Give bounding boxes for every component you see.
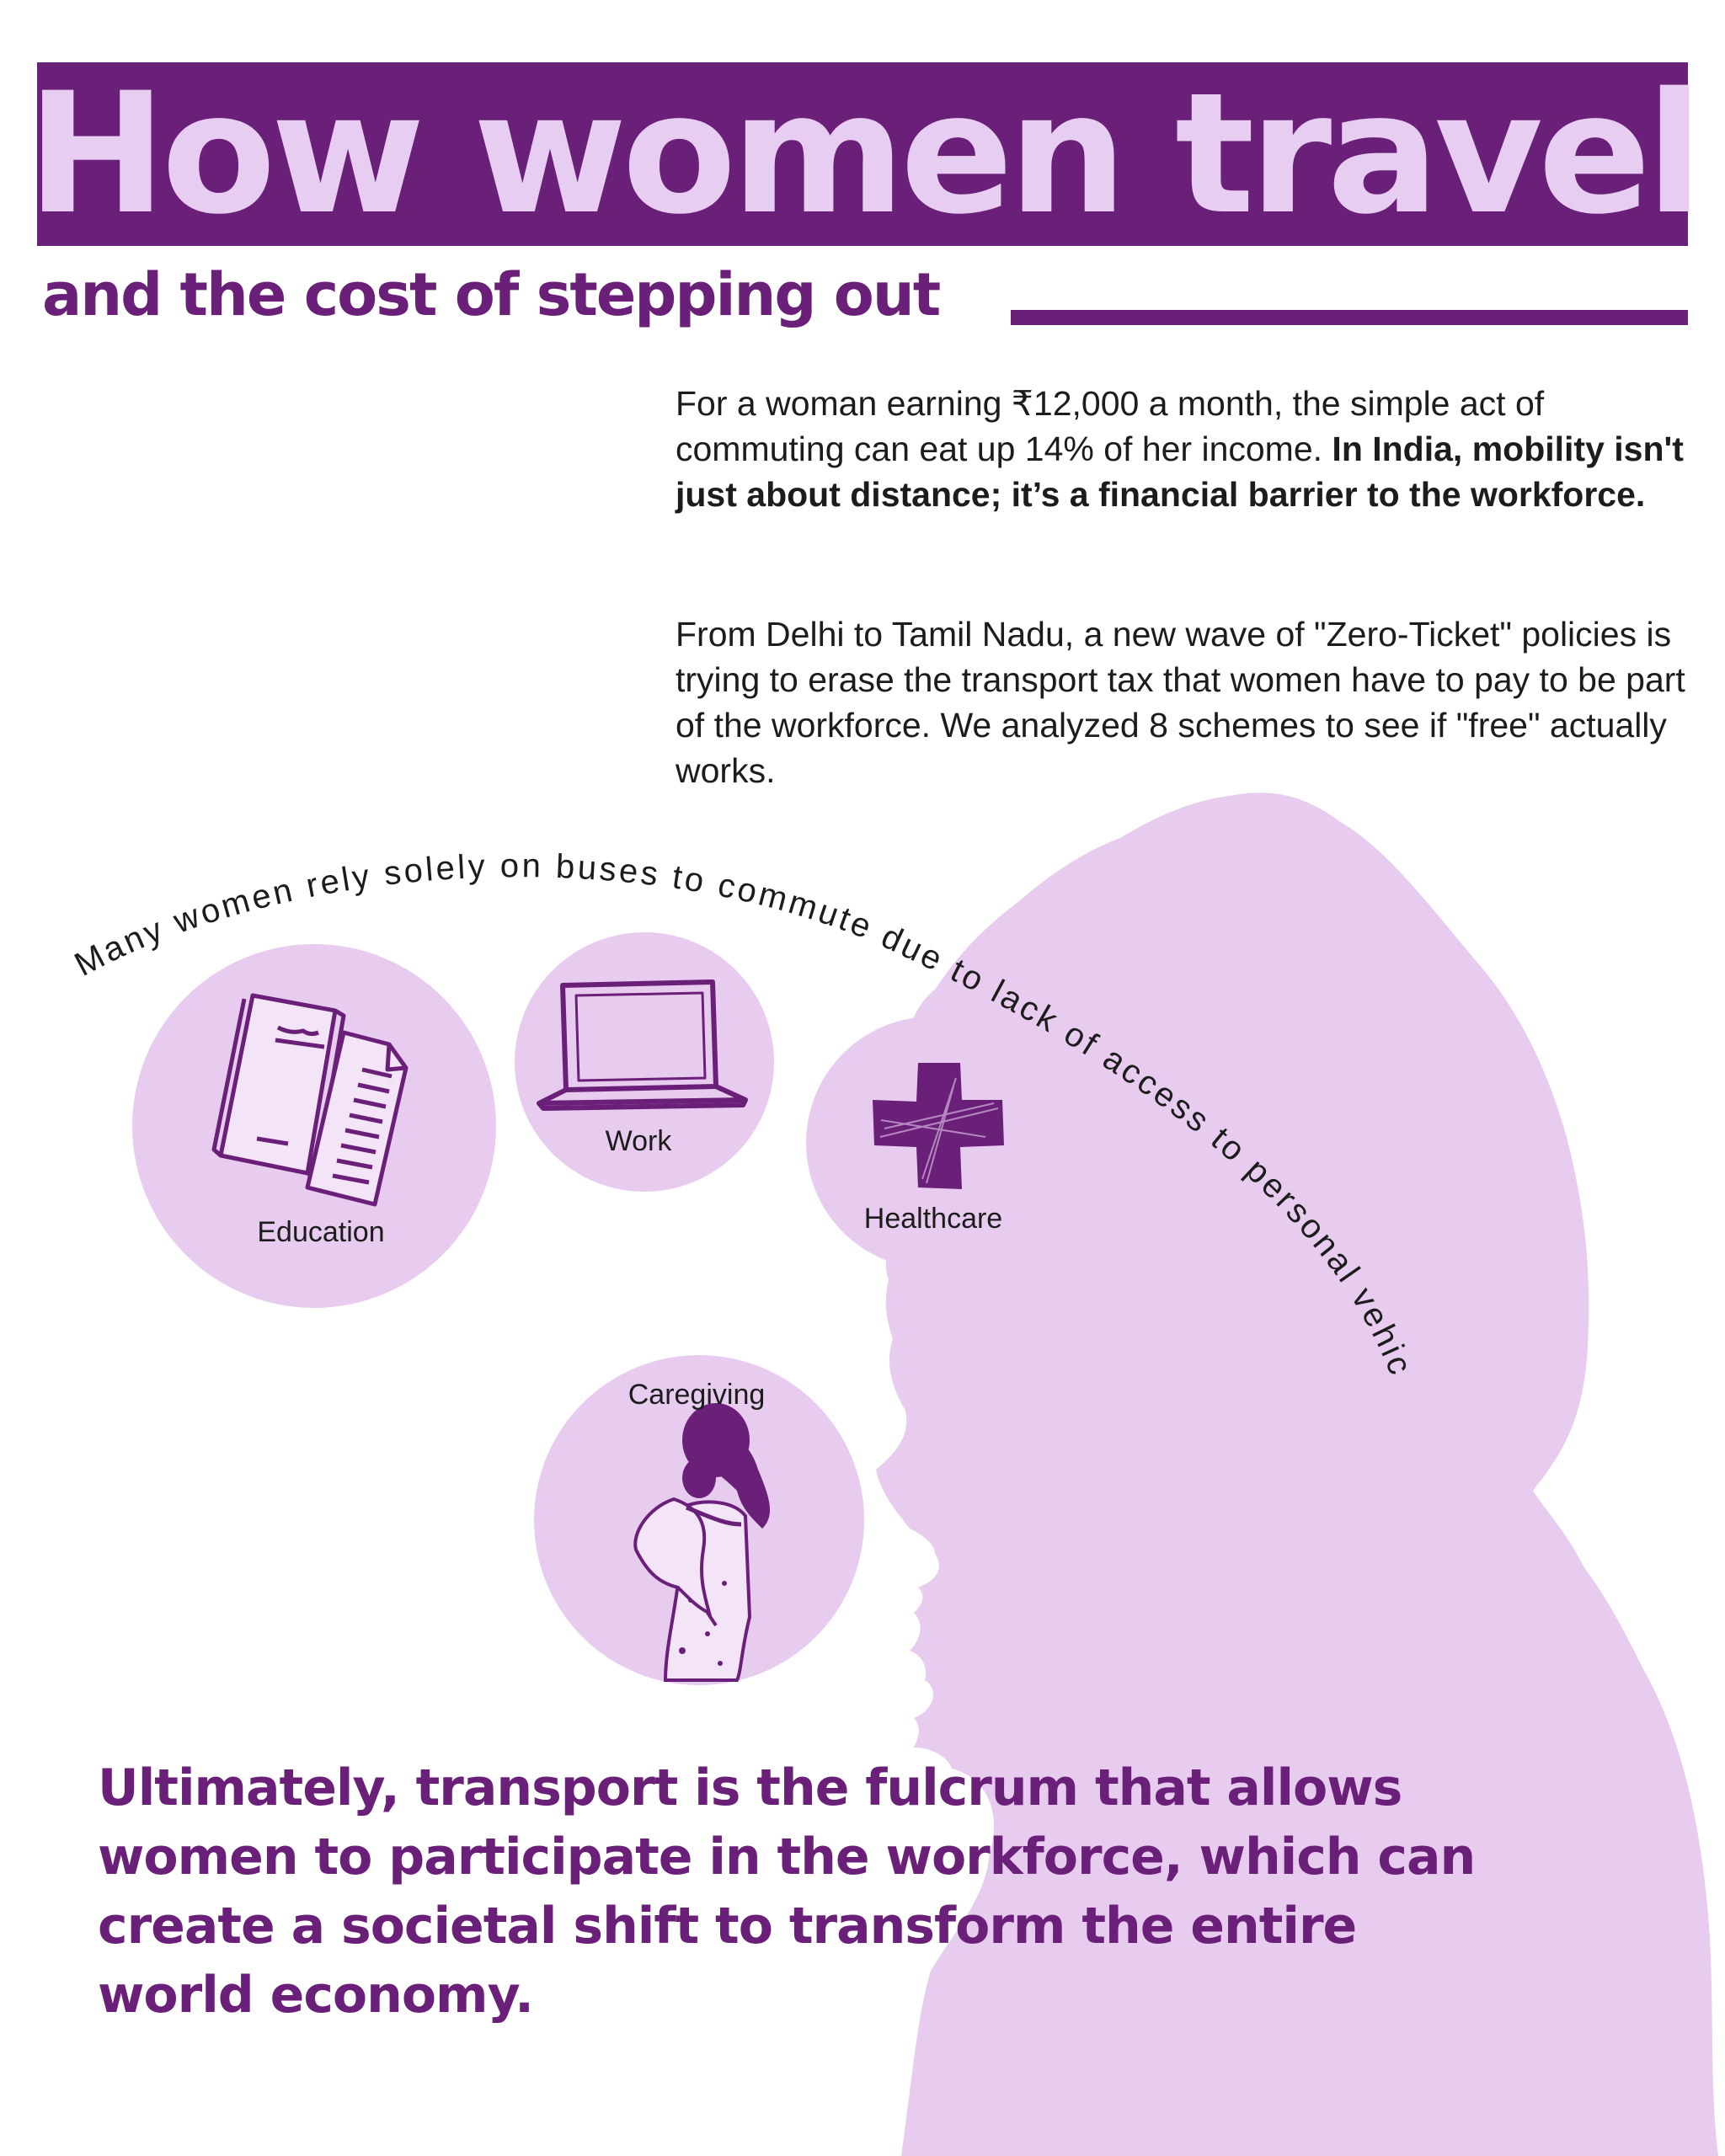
intro-paragraph-1: For a woman earning ₹12,000 a month, the… (676, 381, 1686, 517)
page-subtitle: and the cost of stepping out (42, 260, 941, 329)
medical-cross-icon (873, 1063, 1004, 1189)
caregiving-label: Caregiving (628, 1379, 766, 1411)
page-title: How women travel (26, 56, 1703, 251)
work-circle (515, 932, 774, 1192)
healthcare-label: Healthcare (863, 1203, 1003, 1235)
intro-paragraph-2: From Delhi to Tamil Nadu, a new wave of … (676, 615, 1685, 790)
subtitle-rule (1011, 310, 1688, 325)
education-label: Education (257, 1216, 385, 1248)
intro-plain-text: For a woman earning ₹12,000 a month, the… (676, 384, 1545, 468)
mother-child-icon (633, 1403, 771, 1682)
intro-bold-text: In India, mobility isn't just about dist… (676, 430, 1684, 514)
laptop-icon (537, 979, 748, 1111)
title-banner (37, 62, 1688, 246)
book-icon (211, 993, 409, 1207)
conclusion-text: Ultimately, transport is the fulcrum tha… (98, 1758, 1476, 2025)
work-label: Work (605, 1125, 672, 1157)
